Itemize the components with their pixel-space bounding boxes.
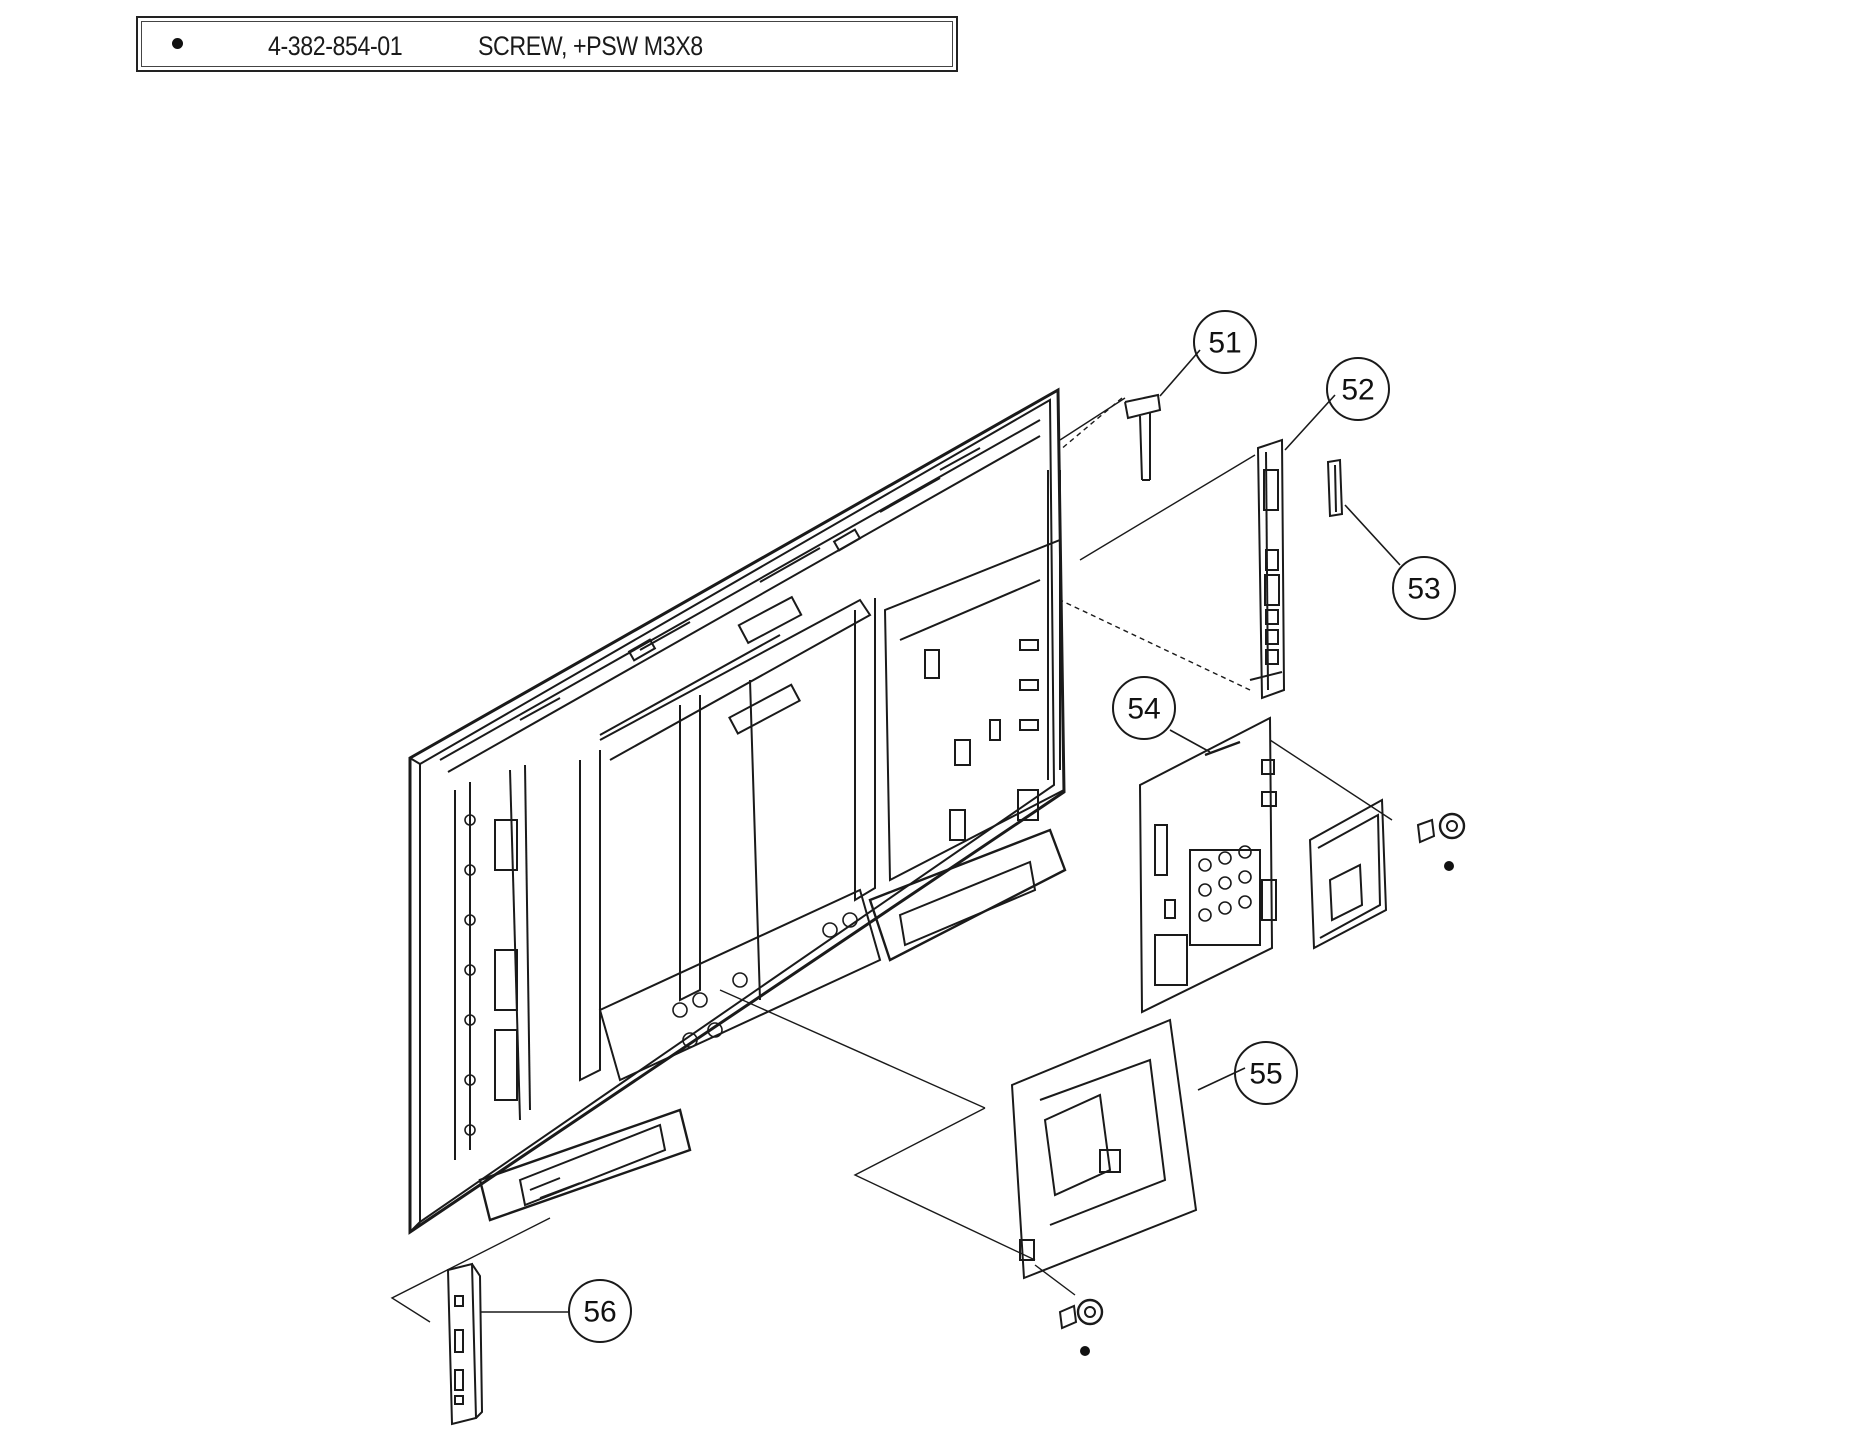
legend-inner-border: [141, 21, 953, 67]
callout-label-55: 55: [1249, 1058, 1282, 1091]
screw-top-right-icon: [1416, 812, 1466, 844]
legend-part-number: 4-382-854-01: [268, 31, 403, 61]
legend-description: SCREW, +PSW M3X8: [478, 31, 703, 61]
callout-label-51: 51: [1208, 327, 1241, 360]
callout-circle-51: [1193, 310, 1257, 374]
part-53-bracket: [1326, 458, 1401, 566]
part-51-connector: [1059, 349, 1201, 481]
part-52-side-board: [1059, 394, 1336, 700]
callout-circle-56: [568, 1279, 632, 1343]
screw-bullet-icon: [172, 38, 183, 49]
callout-label-56: 56: [583, 1296, 616, 1329]
part-54-main-board: [1138, 716, 1393, 1014]
screw-bottom-icon: [1058, 1298, 1104, 1330]
callout-circle-54: [1112, 676, 1176, 740]
legend-box: 4-382-854-01 SCREW, +PSW M3X8: [136, 16, 958, 72]
callout-label-54: 54: [1127, 693, 1160, 726]
screw-marker-bottom-icon: [1080, 1346, 1090, 1356]
callout-circle-52: [1326, 357, 1390, 421]
callout-label-53: 53: [1407, 573, 1440, 606]
callout-circle-55: [1234, 1041, 1298, 1105]
callout-label-52: 52: [1341, 374, 1374, 407]
part-56-side-bracket: [390, 1217, 570, 1426]
callout-circle-53: [1392, 556, 1456, 620]
tv-chassis: [408, 387, 1067, 1235]
part-55-power-board: [719, 989, 1246, 1296]
screw-marker-right-icon: [1444, 861, 1454, 871]
